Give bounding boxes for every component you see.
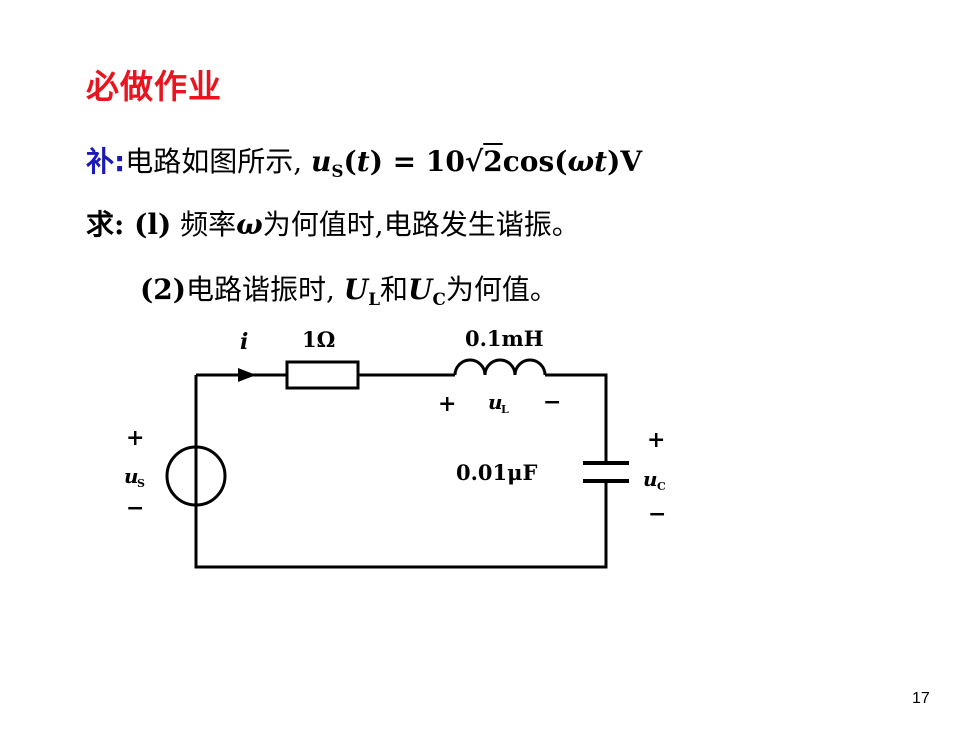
us-label: u [124, 464, 139, 488]
capacitor-minus: − [648, 501, 666, 527]
wire-top-right [545, 373, 608, 463]
svg-text:L: L [501, 403, 509, 416]
question-2-prefix: (2) [140, 273, 186, 306]
wire-right-bottom [194, 481, 608, 569]
inductor [453, 358, 547, 376]
capacitor-label: 0.01μF [456, 460, 538, 485]
problem-label: 补: [86, 145, 126, 178]
inductor-label: 0.1mH [465, 326, 544, 351]
question-2: (2)电路谐振时, UL和UC为何值。 [140, 273, 558, 309]
svg-text:S: S [137, 477, 145, 490]
capacitor-plus: + [647, 427, 665, 453]
current-arrow-icon [238, 368, 256, 382]
slide-heading: 必做作业 [86, 67, 222, 106]
omega-symbol: ω [236, 208, 263, 241]
uC-label: u [643, 467, 658, 491]
inductor-plus: + [438, 391, 456, 417]
question-1: 求: (l) 频率ω为何值时,电路发生谐振。 [86, 208, 580, 241]
current-label: i [240, 329, 248, 355]
inductor-minus: − [543, 389, 561, 415]
source-equation: uS(t) = 10√2cos(ωt)V [311, 145, 643, 181]
page-number: 17 [912, 690, 930, 707]
resistor [285, 360, 360, 390]
question-1-prefix: 求: (l) [86, 208, 172, 241]
source-minus: − [126, 495, 144, 521]
problem-statement: 补:电路如图所示, uS(t) = 10√2cos(ωt)V [86, 140, 642, 181]
problem-text: 电路如图所示, [125, 145, 303, 178]
source-plus: + [126, 425, 144, 451]
svg-text:C: C [657, 480, 666, 493]
resistor-label: 1Ω [302, 327, 335, 352]
uL-label: u [488, 390, 503, 414]
